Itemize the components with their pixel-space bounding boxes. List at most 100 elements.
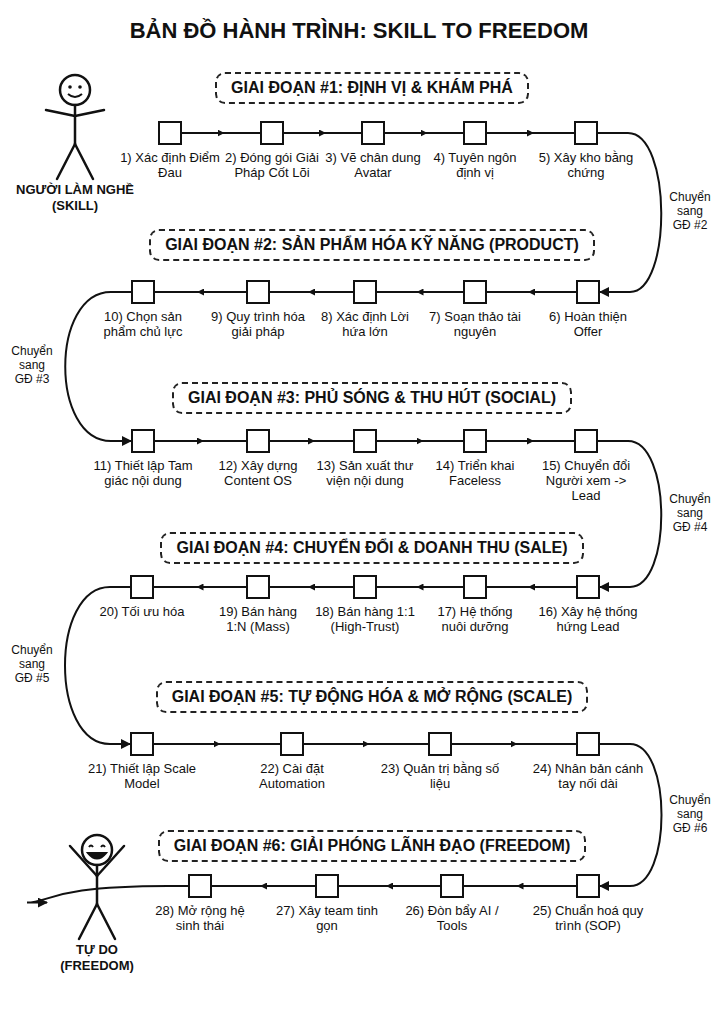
flow-arrow: [155, 291, 246, 293]
step-square: [131, 429, 155, 453]
stage-header: GIAI ĐOẠN #1: ĐỊNH VỊ & KHÁM PHÁ: [215, 72, 529, 104]
step-square: [463, 575, 487, 599]
flow-arrow: [377, 440, 463, 442]
step-label: 21) Thiết lập Scale Model: [77, 762, 207, 792]
step-node: 7) Soạn thảo tài nguyên: [425, 280, 525, 340]
step-label: 22) Cài đặt Automation: [227, 762, 357, 792]
step-square: [574, 121, 598, 145]
diagram-title: BẢN ĐỒ HÀNH TRÌNH: SKILL TO FREEDOM: [0, 18, 718, 44]
step-node: 3) Vẽ chân dung Avatar: [323, 121, 423, 181]
flow-arrow: [377, 291, 463, 293]
step-square: [353, 429, 377, 453]
transition-label: Chuyển sang GĐ #6: [667, 793, 713, 836]
step-node: 26) Đòn bẩy AI / Tools: [392, 874, 512, 934]
step-node: 8) Xác định Lời hứa lớn: [315, 280, 415, 340]
flow-arrow: [182, 132, 260, 134]
step-square: [130, 575, 154, 599]
step-square: [576, 575, 600, 599]
flow-arrow: [487, 291, 576, 293]
step-node: 20) Tối ưu hóa: [94, 575, 190, 620]
transition-label: Chuyển sang GĐ #4: [667, 492, 713, 535]
step-square: [315, 874, 339, 898]
step-node: 5) Xây kho bằng chứng: [536, 121, 636, 181]
step-square: [246, 280, 270, 304]
step-node: 22) Cài đặt Automation: [227, 732, 357, 792]
step-node: 4) Tuyên ngôn định vị: [425, 121, 525, 181]
step-label: 9) Quy trình hóa giải pháp: [208, 310, 308, 340]
step-label: 25) Chuẩn hoá quy trình (SOP): [528, 904, 648, 934]
step-square: [246, 575, 270, 599]
step-square: [131, 280, 155, 304]
stage-title: GIAI ĐOẠN #4: CHUYỂN ĐỔI & DOANH THU (SA…: [176, 539, 567, 557]
flow-arrow: [304, 743, 428, 745]
step-node: 12) Xây dựng Content OS: [208, 429, 308, 489]
flow-arrow: [377, 586, 463, 588]
step-label: 17) Hệ thống nuôi dưỡng: [425, 605, 525, 635]
step-node: 16) Xây hệ thống hứng Lead: [538, 575, 638, 635]
stage-header: GIAI ĐOẠN #5: TỰ ĐỘNG HÓA & MỞ RỘNG (SCA…: [156, 681, 589, 713]
step-label: 27) Xây team tinh gọn: [267, 904, 387, 934]
stage-header: GIAI ĐOẠN #6: GIẢI PHÓNG LÃNH ĐẠO (FREED…: [158, 830, 586, 862]
step-label: 3) Vẽ chân dung Avatar: [323, 151, 423, 181]
step-label: 5) Xây kho bằng chứng: [536, 151, 636, 181]
step-square: [576, 874, 600, 898]
step-label: 1) Xác định Điểm Đau: [120, 151, 220, 181]
flow-arrow: [154, 743, 280, 745]
step-node: 10) Chọn sản phẩm chủ lực: [95, 280, 191, 340]
step-label: 4) Tuyên ngôn định vị: [425, 151, 525, 181]
step-label: 23) Quản trị bằng số liệu: [375, 762, 505, 792]
step-node: 25) Chuẩn hoá quy trình (SOP): [528, 874, 648, 934]
step-label: 26) Đòn bẩy AI / Tools: [392, 904, 512, 934]
flow-arrow: [270, 440, 353, 442]
step-node: 11) Thiết lập Tam giác nội dung: [93, 429, 193, 489]
step-node: 19) Bán hàng 1:N (Mass): [208, 575, 308, 635]
step-node: 9) Quy trình hóa giải pháp: [208, 280, 308, 340]
step-node: 14) Triển khai Faceless: [425, 429, 525, 489]
person-label: TỰ DO (FREEDOM): [47, 942, 147, 973]
step-node: 24) Nhân bản cánh tay nối dài: [523, 732, 653, 792]
step-node: 15) Chuyển đổi Người xem -> Lead: [534, 429, 638, 504]
step-square: [463, 429, 487, 453]
step-label: 12) Xây dựng Content OS: [208, 459, 308, 489]
step-node: 27) Xây team tinh gọn: [267, 874, 387, 934]
flow-arrow: [154, 586, 246, 588]
flow-arrow: [270, 586, 353, 588]
worker-figure: [40, 72, 110, 182]
flow-arrow: [487, 132, 574, 134]
person-node: NGƯỜI LÀM NGHỀ (SKILL): [10, 72, 140, 213]
step-node: 17) Hệ thống nuôi dưỡng: [425, 575, 525, 635]
step-label: 15) Chuyển đổi Người xem -> Lead: [534, 459, 638, 504]
stage-header: GIAI ĐOẠN #3: PHỦ SÓNG & THU HÚT (SOCIAL…: [172, 382, 572, 414]
step-square: [260, 121, 284, 145]
step-square: [440, 874, 464, 898]
freedom-figure: [62, 832, 132, 942]
step-square: [463, 280, 487, 304]
flow-arrow: [339, 885, 440, 887]
step-node: 2) Đóng gói Giải Pháp Cốt Lõi: [222, 121, 322, 181]
stage-title: GIAI ĐOẠN #2: SẢN PHẨM HÓA KỸ NĂNG (PROD…: [165, 236, 579, 254]
transition-label: Chuyển sang GĐ #2: [667, 190, 713, 233]
step-label: 19) Bán hàng 1:N (Mass): [208, 605, 308, 635]
flow-arrow: [487, 440, 574, 442]
flow-arrow: [155, 440, 246, 442]
step-label: 24) Nhân bản cánh tay nối dài: [523, 762, 653, 792]
step-node: 21) Thiết lập Scale Model: [77, 732, 207, 792]
flow-arrow: [487, 586, 576, 588]
step-square: [188, 874, 212, 898]
step-square: [428, 732, 452, 756]
step-square: [130, 732, 154, 756]
step-square: [280, 732, 304, 756]
step-square: [353, 575, 377, 599]
stage-title: GIAI ĐOẠN #6: GIẢI PHÓNG LÃNH ĐẠO (FREED…: [174, 837, 570, 855]
step-node: 6) Hoàn thiện Offer: [538, 280, 638, 340]
step-label: 11) Thiết lập Tam giác nội dung: [93, 459, 193, 489]
step-node: 28) Mở rộng hệ sinh thái: [145, 874, 255, 934]
step-node: 23) Quản trị bằng số liệu: [375, 732, 505, 792]
step-label: 20) Tối ưu hóa: [94, 605, 190, 620]
step-label: 16) Xây hệ thống hứng Lead: [538, 605, 638, 635]
step-node: 1) Xác định Điểm Đau: [120, 121, 220, 181]
step-label: 14) Triển khai Faceless: [425, 459, 525, 489]
stage-header: GIAI ĐOẠN #2: SẢN PHẨM HÓA KỸ NĂNG (PROD…: [149, 229, 595, 261]
step-label: 13) Sản xuất thư viện nội dung: [313, 459, 417, 489]
